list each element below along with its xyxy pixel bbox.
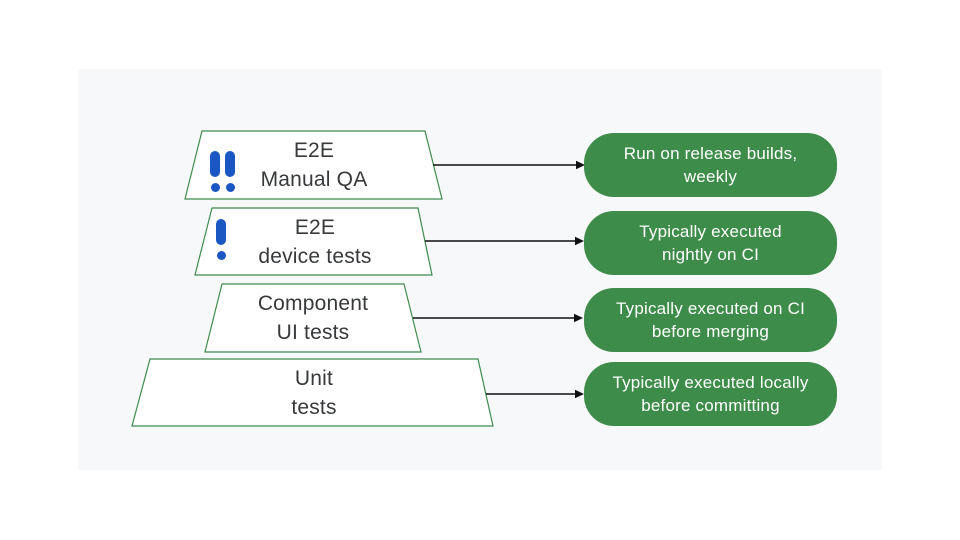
layer-label-line: Unit bbox=[294, 366, 334, 390]
layer-label-line: tests bbox=[291, 395, 337, 419]
arrow-e2e-manual-qa bbox=[433, 160, 585, 170]
trapezoid-component-ui-tests-shape bbox=[204, 283, 422, 353]
note-badge-unit-tests: Typically executed locally before commit… bbox=[584, 362, 837, 426]
note-line: before committing bbox=[641, 396, 780, 415]
note-line: Run on release builds, bbox=[623, 144, 798, 163]
layer-label-e2e-device-tests: E2E device tests bbox=[212, 208, 418, 275]
note-badge-e2e-device-tests: Typically executed nightly on CI bbox=[584, 211, 837, 275]
trapezoid-e2e-manual-qa-shape bbox=[184, 130, 443, 200]
arrow-unit-tests bbox=[486, 389, 584, 399]
trapezoid-unit-tests-shape bbox=[131, 358, 494, 427]
note-line: before merging bbox=[651, 322, 770, 341]
exclamation-mark bbox=[216, 219, 226, 260]
layer-label-line: device tests bbox=[258, 244, 372, 268]
note-line: Typically executed bbox=[639, 222, 782, 241]
layer-label-e2e-manual-qa: E2E Manual QA bbox=[203, 131, 425, 199]
note-line: Typically executed on CI bbox=[615, 299, 806, 318]
trapezoid-e2e-device-tests-shape bbox=[194, 207, 433, 276]
exclamation-mark bbox=[225, 151, 235, 192]
exclamation-icon bbox=[216, 219, 226, 260]
note-line: weekly bbox=[683, 167, 738, 186]
arrowhead-icon bbox=[574, 313, 583, 323]
layer-label-component-ui-tests: Component UI tests bbox=[222, 284, 404, 352]
layer-label-line: Manual QA bbox=[260, 168, 368, 191]
arrow-e2e-device-tests bbox=[425, 236, 584, 246]
note-badge-e2e-manual-qa: Run on release builds, weekly bbox=[584, 133, 837, 197]
layer-label-line: E2E bbox=[294, 215, 336, 239]
note-line: Typically executed locally bbox=[612, 373, 809, 392]
layer-label-line: Component bbox=[257, 292, 369, 315]
exclamation-mark bbox=[210, 151, 220, 192]
double-exclamation-icon bbox=[210, 151, 235, 192]
layer-label-line: UI tests bbox=[276, 321, 350, 344]
layer-label-unit-tests: Unit tests bbox=[150, 359, 478, 426]
arrow-component-ui-tests bbox=[413, 313, 583, 323]
note-badge-component-ui-tests: Typically executed on CI before merging bbox=[584, 288, 837, 352]
note-line: nightly on CI bbox=[661, 245, 760, 264]
arrowhead-icon bbox=[575, 236, 584, 246]
arrowhead-icon bbox=[575, 389, 584, 399]
arrowhead-icon bbox=[576, 160, 585, 170]
layer-label-line: E2E bbox=[293, 139, 335, 162]
